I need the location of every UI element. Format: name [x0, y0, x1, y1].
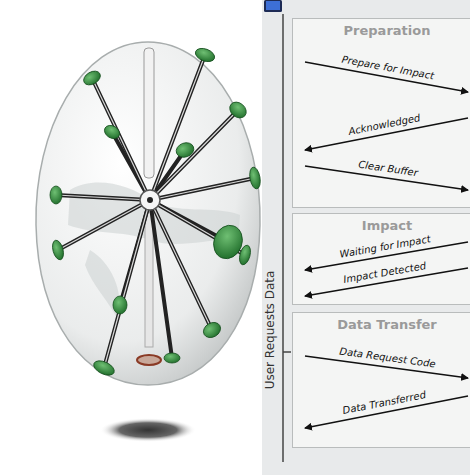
tablet-icon	[264, 0, 282, 12]
lifeline-tick	[283, 351, 291, 353]
phase-heading: Preparation	[293, 19, 470, 39]
side-label: User Requests Data	[263, 271, 277, 390]
phase-heading: Data Transfer	[293, 313, 470, 333]
rods	[56, 55, 255, 368]
phase-heading: Impact	[293, 214, 470, 234]
tablet-screen	[266, 1, 280, 10]
rod-highlights	[56, 55, 255, 368]
base-target	[137, 355, 161, 365]
egg-shell	[36, 42, 260, 385]
phase-band: Data Transfer	[292, 312, 470, 448]
top-bar	[144, 48, 154, 178]
bottom-bar	[145, 212, 153, 347]
hub-center	[147, 197, 153, 203]
hub	[140, 190, 160, 210]
lifeline	[282, 14, 284, 462]
phase-band: Impact	[292, 213, 470, 305]
egg-shadow	[100, 418, 196, 442]
phase-band: Preparation	[292, 18, 470, 208]
green-disks	[50, 46, 262, 378]
